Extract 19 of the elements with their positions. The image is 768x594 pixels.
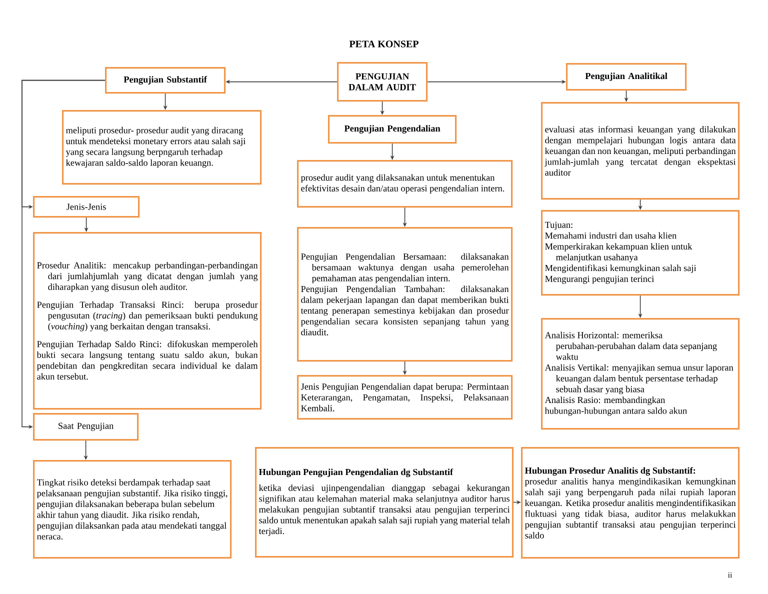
- description-box: Hubungan Pengujian Pengendalian dg Substantif ketika deviasi ujinpengendalian dianggap sebagai kekurangan signifikan atau kelemahan material maka selanjutnya auditor harus melakukan pengujian subtantif transaksi atau pengujian terperinci saldo untuk menentukan apakah salah saji rupiah yang material telah terjadi.: [255, 447, 514, 558]
- topic-box: Pengujian Pengendalian: [328, 115, 457, 144]
- main-topic-box: PENGUJIAN DALAM AUDIT: [337, 62, 428, 102]
- title: PETA KONSEP: [349, 40, 418, 48]
- topic-box: Jenis-Jenis: [33, 196, 140, 218]
- description-box: Tingkat risiko deteksi berdampak terhadap saat pelaksanaan pengujian substantif. Jika risiko tinggi, pengujian dilaksanakan beberapa bulan sebelum akhir tahun yang diaudit. Jika risiko rendah, pengujian dilaksankan pada atau mendekati tanggal neraca.: [33, 460, 232, 559]
- description-box: Jenis Pengujian Pengendalian dapat berupa: Permintaan Keterarangan, Pengamatan, Inspeksi, Pelaksanaan Kembali.: [297, 375, 513, 420]
- topic-box: Pengujian Substantif: [105, 67, 226, 94]
- topic-box: Saat Pengujian: [33, 413, 139, 441]
- page-number: ii: [728, 572, 732, 578]
- description-box: Pengujian Pengendalian Bersamaan: dilaksanakan bersamaan waktunya dengan usaha pemerolehan pemahaman atas pengendalian intern. Pengujian Pengendalian Tambahan: dilaksanakan dalam pekerjaan lapangan dan dapat memberikan bukti tentang penerapan semestinya kebijakan dan prosedur pengendalian secara konsisten sepanjang tahun yang diaudit.: [297, 227, 513, 362]
- description-box: evaluasi atas informasi keuangan yang dilakukan dengan mempelajari hubungan logis antara data keuangan dan non keuangan, meliputi perbandingan jumlah-jumlah yang tercatat dengan ekspektasi auditor: [541, 102, 740, 200]
- description-box: Prosedur Analitik: mencakup perbandingan-perbandingan dari jumlahjumlah yang dicatat dengan jumlah yang diharapkan yang disusun oleh auditor. Pengujian Terhadap Transaksi Rinci: berupa prosedur pengusutan (tracing) dan pemeriksaan bukti pendukung (vouching) yang berkaitan dengan transaksi. Pengujian Terhadap Saldo Rinci: difokuskan memperoleh bukti secara langsung tentang suatu saldo akun, bukan pendebitan dan pengkreditan secara individual ke dalam akun tersebut.: [33, 232, 262, 410]
- description-box: prosedur audit yang dilaksanakan untuk menentukan efektivitas desain dan/atau operasi pengendalian intern.: [297, 160, 513, 208]
- description-box: meliputi prosedur- prosedur audit yang diracang untuk mendeteksi monetary errors atau salah saji yang secara langsung berpngaruh terhadap kewajaran saldo-saldo laporan keuangn.: [62, 110, 262, 185]
- description-box: Tujuan: Memahami industri dan usaha klien Memperkirakan kekampuan klien untuk melanjutkan usahanya Mengidentifikasi kemungkinan salah saji Mengurangi pengujian terinci: [541, 210, 740, 296]
- topic-box: Pengujian Analitikal: [566, 63, 687, 91]
- description-box: Hubungan Prosedur Analitis dg Substantif: prosedur analitis hanya mengindikasikan kemungkinan salah saji yang berpengaruh pada nilai rupiah laporan keuangan. Ketika prosedur analitis mengindentifikasikan fluktuasi yang tidak biasa, auditor harus melakukkan pengujian subtantif transaksi atau pengujian terperinci saldo: [521, 447, 740, 559]
- description-box: Analisis Horizontal: memeriksa perubahan-perubahan dalam data sepanjang waktu Analisis Vertikal: menyajikan semua unsur laporan keuangan dalam bentuk persentase terhadap sebuah dasar yang biasa Analisis Rasio: membandingkan hubungan-hubungan antara saldo akun: [541, 318, 740, 430]
